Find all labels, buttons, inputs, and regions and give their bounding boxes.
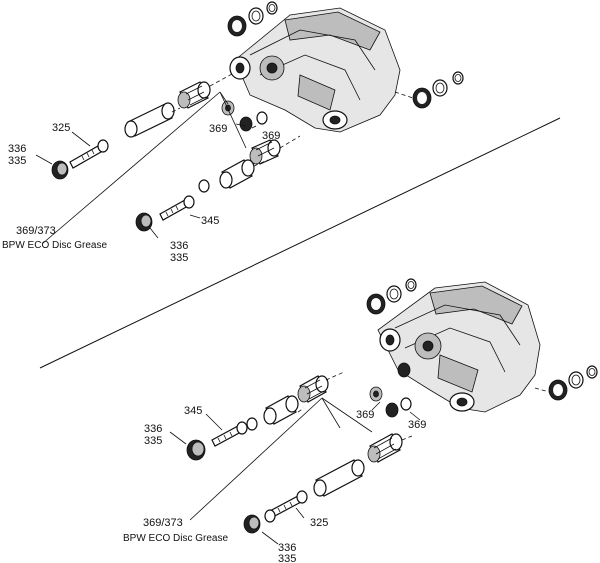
- bushing-mid-bottom: [367, 433, 403, 463]
- cap-336-top: [51, 160, 69, 180]
- guide-sleeve-short-bottom: [263, 395, 299, 425]
- label-336-top: 336: [8, 143, 26, 155]
- label-369-b-bottom: 369: [408, 419, 426, 431]
- bottom-assembly: 345 336 335 369 369 369/373 BPW ECO Disc…: [123, 278, 598, 563]
- label-369-b-top: 369: [262, 130, 280, 142]
- label-325-bottom: 325: [310, 517, 328, 529]
- label-335-top: 335: [8, 155, 26, 167]
- bolt-345-top: [159, 195, 195, 221]
- label-325-top: 325: [52, 122, 70, 134]
- seal-369-a-top: [221, 100, 235, 116]
- label-336-bottom: 336: [144, 423, 162, 435]
- bolt-325-top: [69, 139, 109, 169]
- caliper-housing-bottom: [377, 281, 541, 413]
- guide-sleeve-short-top: [219, 159, 255, 189]
- bolt-345-bottom: [211, 421, 248, 447]
- seal-369-b-bottom: [385, 397, 412, 418]
- label-369-a-bottom: 369: [356, 409, 374, 421]
- cap-336-bottom-2: [243, 509, 276, 534]
- rings-bottom-upper: [366, 278, 417, 315]
- seal-369-a-bottom: [369, 386, 383, 402]
- bushing-bottom: [297, 375, 329, 403]
- seal-369-b-top: [239, 111, 268, 132]
- caliper-housing-top: [229, 7, 401, 133]
- o-ring-top: [198, 179, 210, 193]
- label-335-top-2: 335: [170, 252, 188, 264]
- cap-336-bottom: [186, 439, 206, 461]
- rings-top-upper: [227, 1, 278, 37]
- bushing-top: [177, 81, 211, 109]
- rings-bottom-right: [534, 365, 598, 401]
- guide-sleeve-long-bottom: [313, 459, 365, 497]
- label-345-bottom: 345: [184, 405, 202, 417]
- guide-sleeve-long-top: [124, 102, 175, 138]
- label-grease-name-top: BPW ECO Disc Grease: [2, 240, 107, 251]
- cap-336-top-2: [135, 212, 153, 232]
- bushing-mid-top: [249, 139, 281, 165]
- o-ring-bottom: [246, 417, 258, 431]
- label-369-a-top: 369: [209, 123, 227, 135]
- bolt-325-bottom: [267, 490, 308, 519]
- label-336-top-2: 336: [170, 240, 188, 252]
- label-grease-code-top: 369/373: [16, 225, 56, 237]
- label-335-bottom-2: 335: [278, 553, 296, 563]
- label-345-top: 345: [201, 215, 219, 227]
- label-336-bottom-2: 336: [278, 542, 296, 554]
- label-grease-name-bottom: BPW ECO Disc Grease: [123, 533, 228, 544]
- divider-line: [39, 117, 561, 369]
- label-grease-code-bottom: 369/373: [143, 517, 183, 529]
- top-assembly: 325 336 335 369 369 345 336 335 369/373 …: [2, 1, 464, 264]
- label-335-bottom: 335: [144, 435, 162, 447]
- rings-top-right: [394, 71, 464, 109]
